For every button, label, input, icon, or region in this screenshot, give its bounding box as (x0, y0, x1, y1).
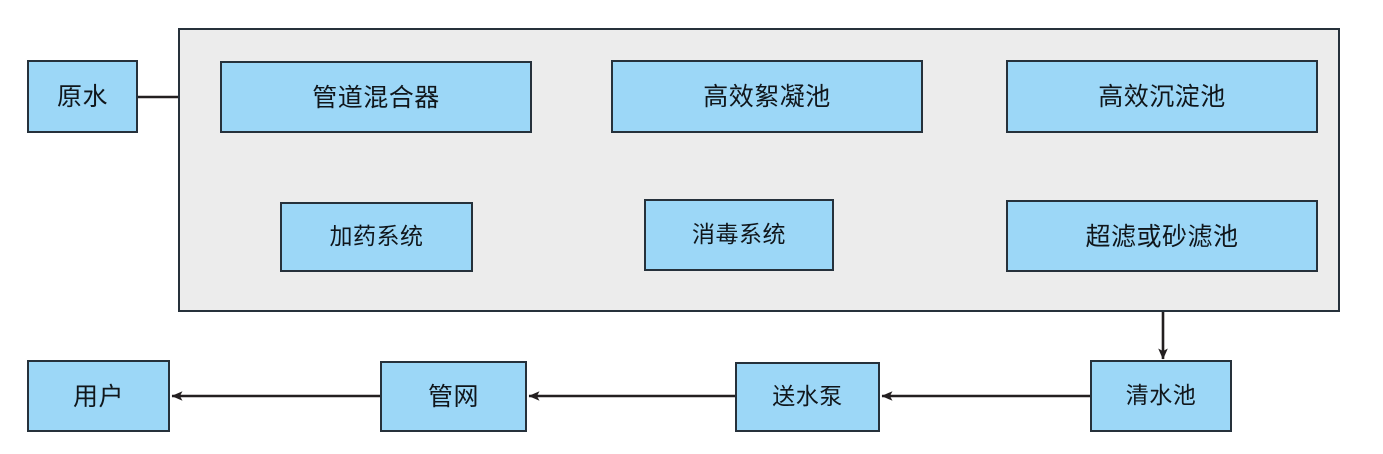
node-filtration-tank-label: 超滤或砂滤池 (1085, 221, 1239, 251)
node-raw-water[interactable]: 原水 (27, 60, 138, 133)
node-pipe-network-label: 管网 (427, 382, 479, 411)
node-sedimentation-tank-label: 高效沉淀池 (1098, 82, 1226, 111)
node-dosing-system[interactable]: 加药系统 (280, 202, 473, 272)
node-pipe-mixer-label: 管道混合器 (312, 82, 440, 112)
node-water-pump[interactable]: 送水泵 (735, 362, 880, 432)
node-flocculation-tank[interactable]: 高效絮凝池 (611, 60, 923, 133)
node-raw-water-label: 原水 (56, 82, 108, 111)
node-end-user-label: 用户 (72, 381, 124, 411)
node-filtration-tank[interactable]: 超滤或砂滤池 (1006, 200, 1318, 272)
node-water-pump-label: 送水泵 (772, 383, 843, 410)
node-pipe-mixer[interactable]: 管道混合器 (220, 61, 532, 133)
node-clear-water-tank[interactable]: 清水池 (1090, 360, 1232, 432)
node-clear-water-tank-label: 清水池 (1125, 382, 1197, 409)
node-flocculation-tank-label: 高效絮凝池 (703, 82, 831, 111)
node-disinfection-system[interactable]: 消毒系统 (644, 199, 834, 271)
node-disinfection-system-label: 消毒系统 (692, 221, 786, 248)
node-end-user[interactable]: 用户 (27, 360, 170, 432)
node-pipe-network[interactable]: 管网 (380, 361, 527, 432)
node-dosing-system-label: 加药系统 (329, 223, 424, 250)
node-sedimentation-tank[interactable]: 高效沉淀池 (1006, 60, 1318, 133)
